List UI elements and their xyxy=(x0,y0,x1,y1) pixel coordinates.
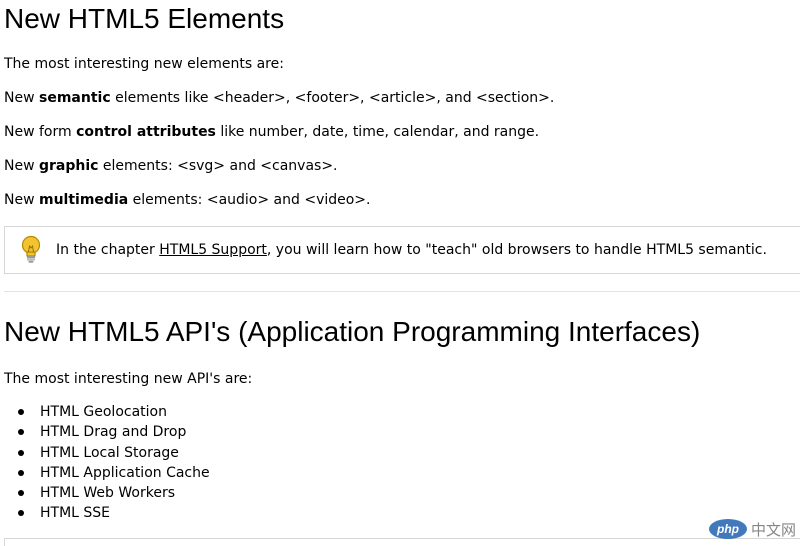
section-title-apis: New HTML5 API's (Application Programming… xyxy=(4,316,701,347)
list-item: HTML SSE xyxy=(18,503,210,523)
semantic-elements-line: New semantic elements like <header>, <fo… xyxy=(4,90,555,106)
form-attributes-line: New form control attributes like number,… xyxy=(4,124,540,140)
graphic-elements-line: New graphic elements: <svg> and <canvas>… xyxy=(4,158,338,174)
list-item: HTML Drag and Drop xyxy=(18,422,210,442)
bullet-icon xyxy=(18,409,24,415)
api-list: HTML Geolocation HTML Drag and Drop HTML… xyxy=(18,402,210,524)
bullet-icon xyxy=(18,510,24,517)
tip-text: In the chapter HTML5 Support, you will l… xyxy=(56,242,767,258)
elements-intro: The most interesting new elements are: xyxy=(4,56,284,72)
control-attributes-term: control attributes xyxy=(76,124,216,140)
bullet-icon xyxy=(18,429,24,436)
bullet-icon xyxy=(18,469,24,476)
semantic-term: semantic xyxy=(39,90,111,106)
multimedia-term: multimedia xyxy=(39,192,129,208)
apis-intro: The most interesting new API's are: xyxy=(4,371,253,387)
list-item: HTML Application Cache xyxy=(18,463,210,483)
section-title-elements: New HTML5 Elements xyxy=(4,3,285,34)
list-item: HTML Local Storage xyxy=(18,443,210,463)
php-logo-icon: php xyxy=(708,519,747,539)
lightbulb-icon xyxy=(21,235,41,263)
graphic-term: graphic xyxy=(39,158,99,174)
site-watermark: php 中文网 xyxy=(708,518,796,540)
tip-note: In the chapter HTML5 Support, you will l… xyxy=(4,226,800,274)
multimedia-elements-line: New multimedia elements: <audio> and <vi… xyxy=(4,192,371,208)
list-item: HTML Geolocation xyxy=(18,402,210,422)
bullet-icon xyxy=(18,490,24,497)
html5-support-link[interactable]: HTML5 Support xyxy=(159,242,267,258)
bullet-icon xyxy=(18,449,24,456)
watermark-text: 中文网 xyxy=(750,520,796,539)
svg-text:php: php xyxy=(716,522,739,536)
list-item: HTML Web Workers xyxy=(18,483,210,503)
section-divider xyxy=(4,291,800,292)
next-note-box xyxy=(4,538,800,546)
